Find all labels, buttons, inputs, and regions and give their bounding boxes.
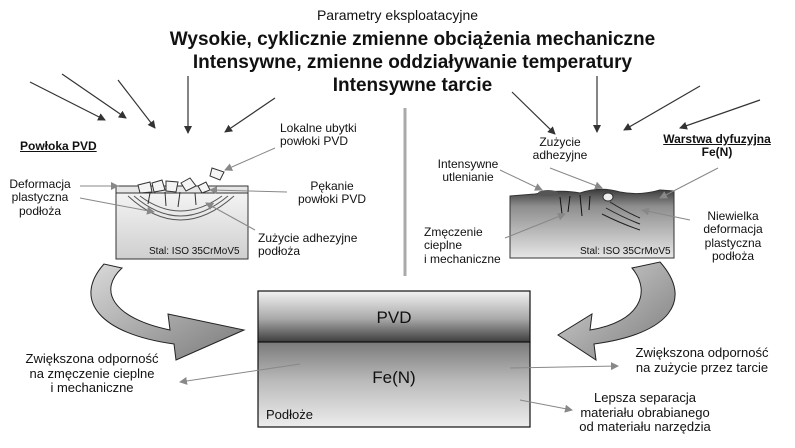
layer-fen-label: Fe(N) — [372, 368, 416, 387]
label-deformacja-left: Deformacja plastyczna podłoża — [9, 177, 71, 218]
label-utlenianie: Intensywne utlenianie — [437, 157, 499, 185]
header-line-1: Wysokie, cyklicznie zmienne obciążenia m… — [169, 29, 656, 50]
curved-arrow-right — [557, 261, 676, 362]
label-deformacja-right: Niewielka deformacja plastyczna podłoża — [703, 209, 763, 264]
label-pekanie: Pękanie powłoki PVD — [297, 179, 367, 207]
header-line-3: Intensywne tarcie — [332, 75, 493, 96]
right-panel-title: Warstwa dyfuzyjna Fe(N) — [663, 132, 771, 160]
load-arrows-right — [511, 76, 761, 135]
effect-left: Zwiększona odporność na zmęczenie ciepln… — [25, 351, 159, 396]
effect-right-top: Zwiększona odporność na zużycie przez ta… — [635, 345, 769, 375]
label-zuzycie-left: Zużycie adhezyjne podłoża — [258, 231, 358, 259]
header-line-2: Intensywne, zmienne oddziaływanie temper… — [192, 52, 633, 73]
left-panel-title: Powłoka PVD — [20, 139, 97, 153]
left-specimen — [115, 167, 249, 260]
curved-arrow-left — [90, 263, 246, 361]
label-zmeczenie: Zmęczenie cieplne i mechaniczne — [424, 225, 501, 266]
load-arrows-left — [29, 73, 276, 134]
right-specimen — [509, 188, 675, 259]
label-zuzycie-right: Zużycie adhezyjne — [532, 135, 588, 163]
layer-pvd-label: PVD — [376, 308, 412, 327]
effect-right-bottom: Lepsza separacja materiału obrabianego o… — [579, 390, 711, 435]
layer-base-label: Podłoże — [266, 407, 313, 422]
right-material-label: Stal: ISO 35CrMoV5 — [580, 246, 671, 257]
header-subtitle: Parametry eksploatacyjne — [316, 7, 479, 23]
label-ubytki: Lokalne ubytki powłoki PVD — [280, 121, 357, 149]
layered-block — [257, 290, 531, 428]
left-material-label: Stal: ISO 35CrMoV5 — [149, 246, 240, 257]
